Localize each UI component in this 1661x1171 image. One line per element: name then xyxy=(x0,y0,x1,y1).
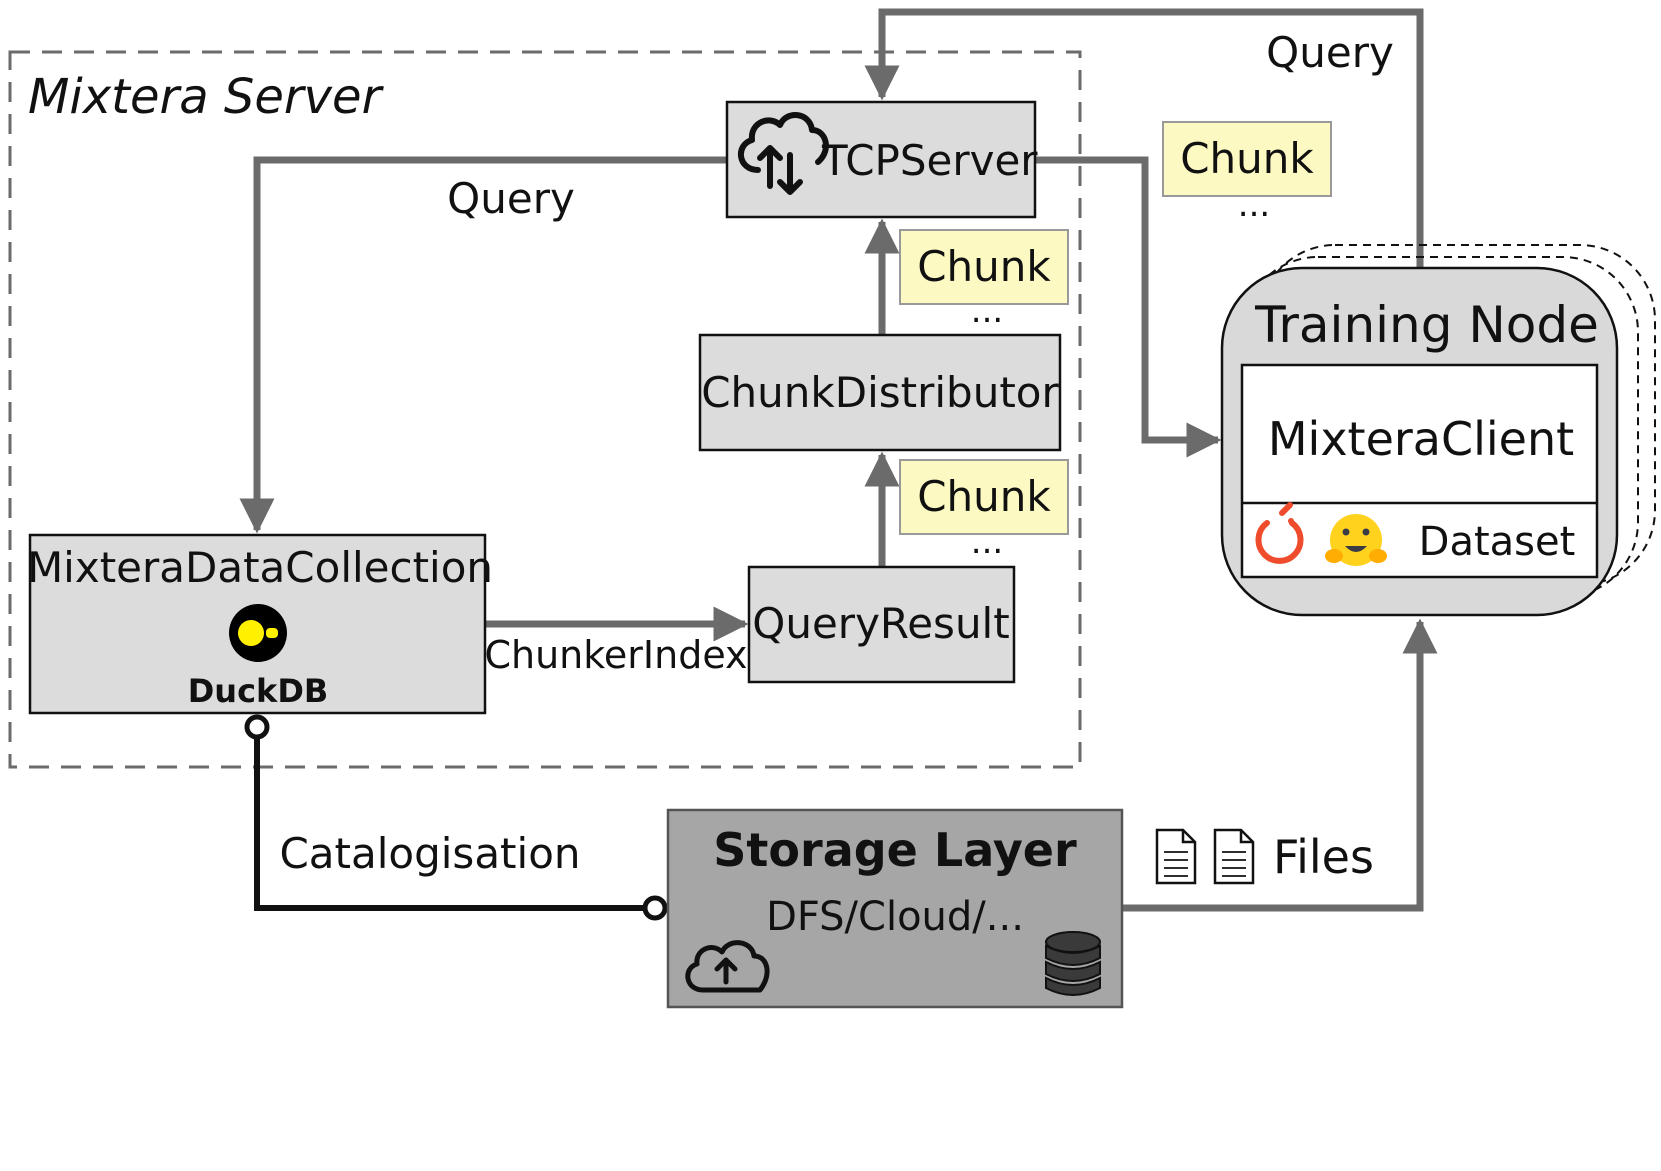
chunker-index-label: ChunkerIndex xyxy=(484,633,747,677)
query-result-box: QueryResult xyxy=(747,565,1016,684)
training-node-title: Training Node xyxy=(1254,296,1599,354)
catalogisation-endpoint-right xyxy=(642,895,668,921)
dataset-label: Dataset xyxy=(1419,519,1576,565)
chunk-tag-lower-label: Chunk xyxy=(917,472,1051,521)
duckdb-logo-text: DuckDB xyxy=(188,672,329,710)
catalogisation-label: Catalogisation xyxy=(279,829,580,878)
catalogisation-endpoint-top xyxy=(244,714,270,740)
chunk-tag-upper-ellipsis: ... xyxy=(971,291,1003,331)
query-external-arrow xyxy=(864,8,1424,268)
cloud-sync-icon xyxy=(738,112,829,195)
tcp-server-label: TCPServer xyxy=(821,136,1038,185)
chunk-tag-lower-ellipsis: ... xyxy=(971,522,1003,562)
chunk-distributor-box: ChunkDistributor xyxy=(698,333,1062,452)
catalogisation-link xyxy=(254,727,655,911)
huggingface-icon xyxy=(1325,514,1387,566)
file-icon xyxy=(1213,828,1255,885)
data-collection-label: MixteraDataCollection xyxy=(27,543,493,592)
chunk-tag-upper: Chunk xyxy=(899,229,1069,305)
chunk-distributor-label: ChunkDistributor xyxy=(701,368,1059,417)
storage-title: Storage Layer xyxy=(713,823,1077,877)
query-result-label: QueryResult xyxy=(752,599,1009,648)
query-external-label: Query xyxy=(1266,28,1394,77)
query-internal-label: Query xyxy=(447,174,575,223)
query-internal-arrow xyxy=(239,156,727,534)
files-label: Files xyxy=(1273,830,1374,884)
duckdb-logo-icon xyxy=(229,604,287,662)
data-collection-box: MixteraDataCollection DuckDB xyxy=(27,533,493,715)
pytorch-icon xyxy=(1255,502,1304,564)
chunk-delivery-arrow xyxy=(1035,156,1222,458)
training-node: Training Node MixteraClient Dataset xyxy=(1220,266,1619,617)
chunk-tag-outgoing: Chunk xyxy=(1162,121,1332,197)
chunk-tag-upper-label: Chunk xyxy=(917,242,1051,291)
files-arrow xyxy=(1122,618,1438,912)
mixtera-client-label: MixteraClient xyxy=(1268,412,1574,466)
cloud-upload-icon xyxy=(685,940,770,993)
mixtera-server-boundary xyxy=(8,50,1082,769)
database-icon xyxy=(1045,931,1101,996)
tcp-server-box: TCPServer xyxy=(725,100,1038,219)
chunk-tag-lower: Chunk xyxy=(899,459,1069,535)
chunk-tag-outgoing-ellipsis: ... xyxy=(1238,185,1270,225)
server-title: Mixtera Server xyxy=(28,69,385,125)
file-icon xyxy=(1155,828,1197,885)
storage-layer-box: Storage Layer DFS/Cloud/... xyxy=(666,808,1124,1009)
chunk-tag-outgoing-label: Chunk xyxy=(1180,134,1314,183)
storage-subtitle: DFS/Cloud/... xyxy=(766,894,1024,940)
